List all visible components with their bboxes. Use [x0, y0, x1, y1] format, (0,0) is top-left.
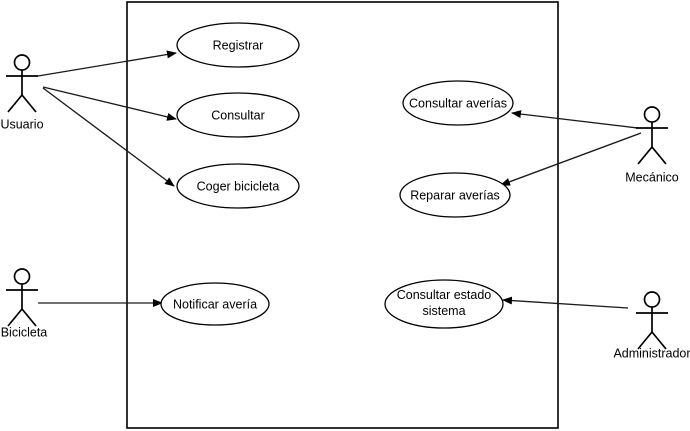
use-case-label: Consultar	[211, 108, 265, 122]
actor-leg-left-line	[637, 146, 653, 165]
association-usuario-consultar	[42, 86, 177, 121]
actor-label: Bicicleta	[1, 325, 48, 339]
actor-bicicleta[interactable]: Bicicleta	[1, 268, 48, 339]
use-case-registrar[interactable]: Registrar	[176, 22, 300, 68]
association-group	[37, 50, 642, 309]
association-mecanico-reparar-averias	[500, 132, 642, 186]
association-administrador-consultar-estado	[502, 296, 629, 309]
association-usuario-coger-bicicleta	[42, 87, 175, 187]
actor-mecanico[interactable]: Mecánico	[625, 106, 679, 184]
actor-head-icon	[13, 268, 31, 285]
use-case-label: Notificar avería	[173, 297, 257, 311]
actor-label: Mecánico	[625, 170, 679, 184]
actor-leg-left-line	[637, 331, 653, 350]
association-usuario-registrar	[37, 50, 177, 77]
system-boundary-box	[126, 1, 559, 429]
association-mecanico-consultar-averias	[511, 110, 639, 129]
use-case-notificar_averia[interactable]: Notificar avería	[160, 282, 270, 326]
use-case-ellipse	[176, 163, 300, 209]
actor-administrador[interactable]: Administrador	[613, 291, 690, 360]
use-case-ellipse	[176, 92, 300, 138]
actor-leg-right-line	[21, 308, 37, 327]
use-case-ellipse	[160, 282, 270, 326]
actor-label: Administrador	[613, 346, 690, 360]
actor-leg-right-line	[21, 94, 37, 113]
actor-head-icon	[13, 54, 31, 71]
use-case-ellipse	[399, 172, 511, 218]
use-case-label: Coger bicicleta	[197, 179, 280, 193]
use-case-ellipse	[176, 22, 300, 68]
use-case-label: Consultar averías	[409, 96, 507, 110]
use-case-label: Reparar averías	[410, 188, 500, 202]
use-case-reparar_averias[interactable]: Reparar averías	[399, 172, 511, 218]
actor-usuario[interactable]: Usuario	[0, 54, 44, 131]
actor-label: Usuario	[0, 117, 43, 131]
use-case-consultar_averias[interactable]: Consultar averías	[402, 80, 514, 126]
use-case-ellipse	[402, 80, 514, 126]
use-case-label: Registrar	[213, 38, 264, 52]
actor-leg-left-line	[7, 308, 23, 327]
actor-leg-right-line	[651, 331, 667, 350]
actor-leg-left-line	[7, 94, 23, 113]
actor-head-icon	[643, 291, 661, 308]
actor-head-icon	[643, 106, 661, 123]
use-case-consultar[interactable]: Consultar	[176, 92, 300, 138]
actor-leg-right-line	[651, 146, 667, 165]
use-case-coger_bicicleta[interactable]: Coger bicicleta	[176, 163, 300, 209]
use-case-ellipse	[384, 279, 504, 329]
